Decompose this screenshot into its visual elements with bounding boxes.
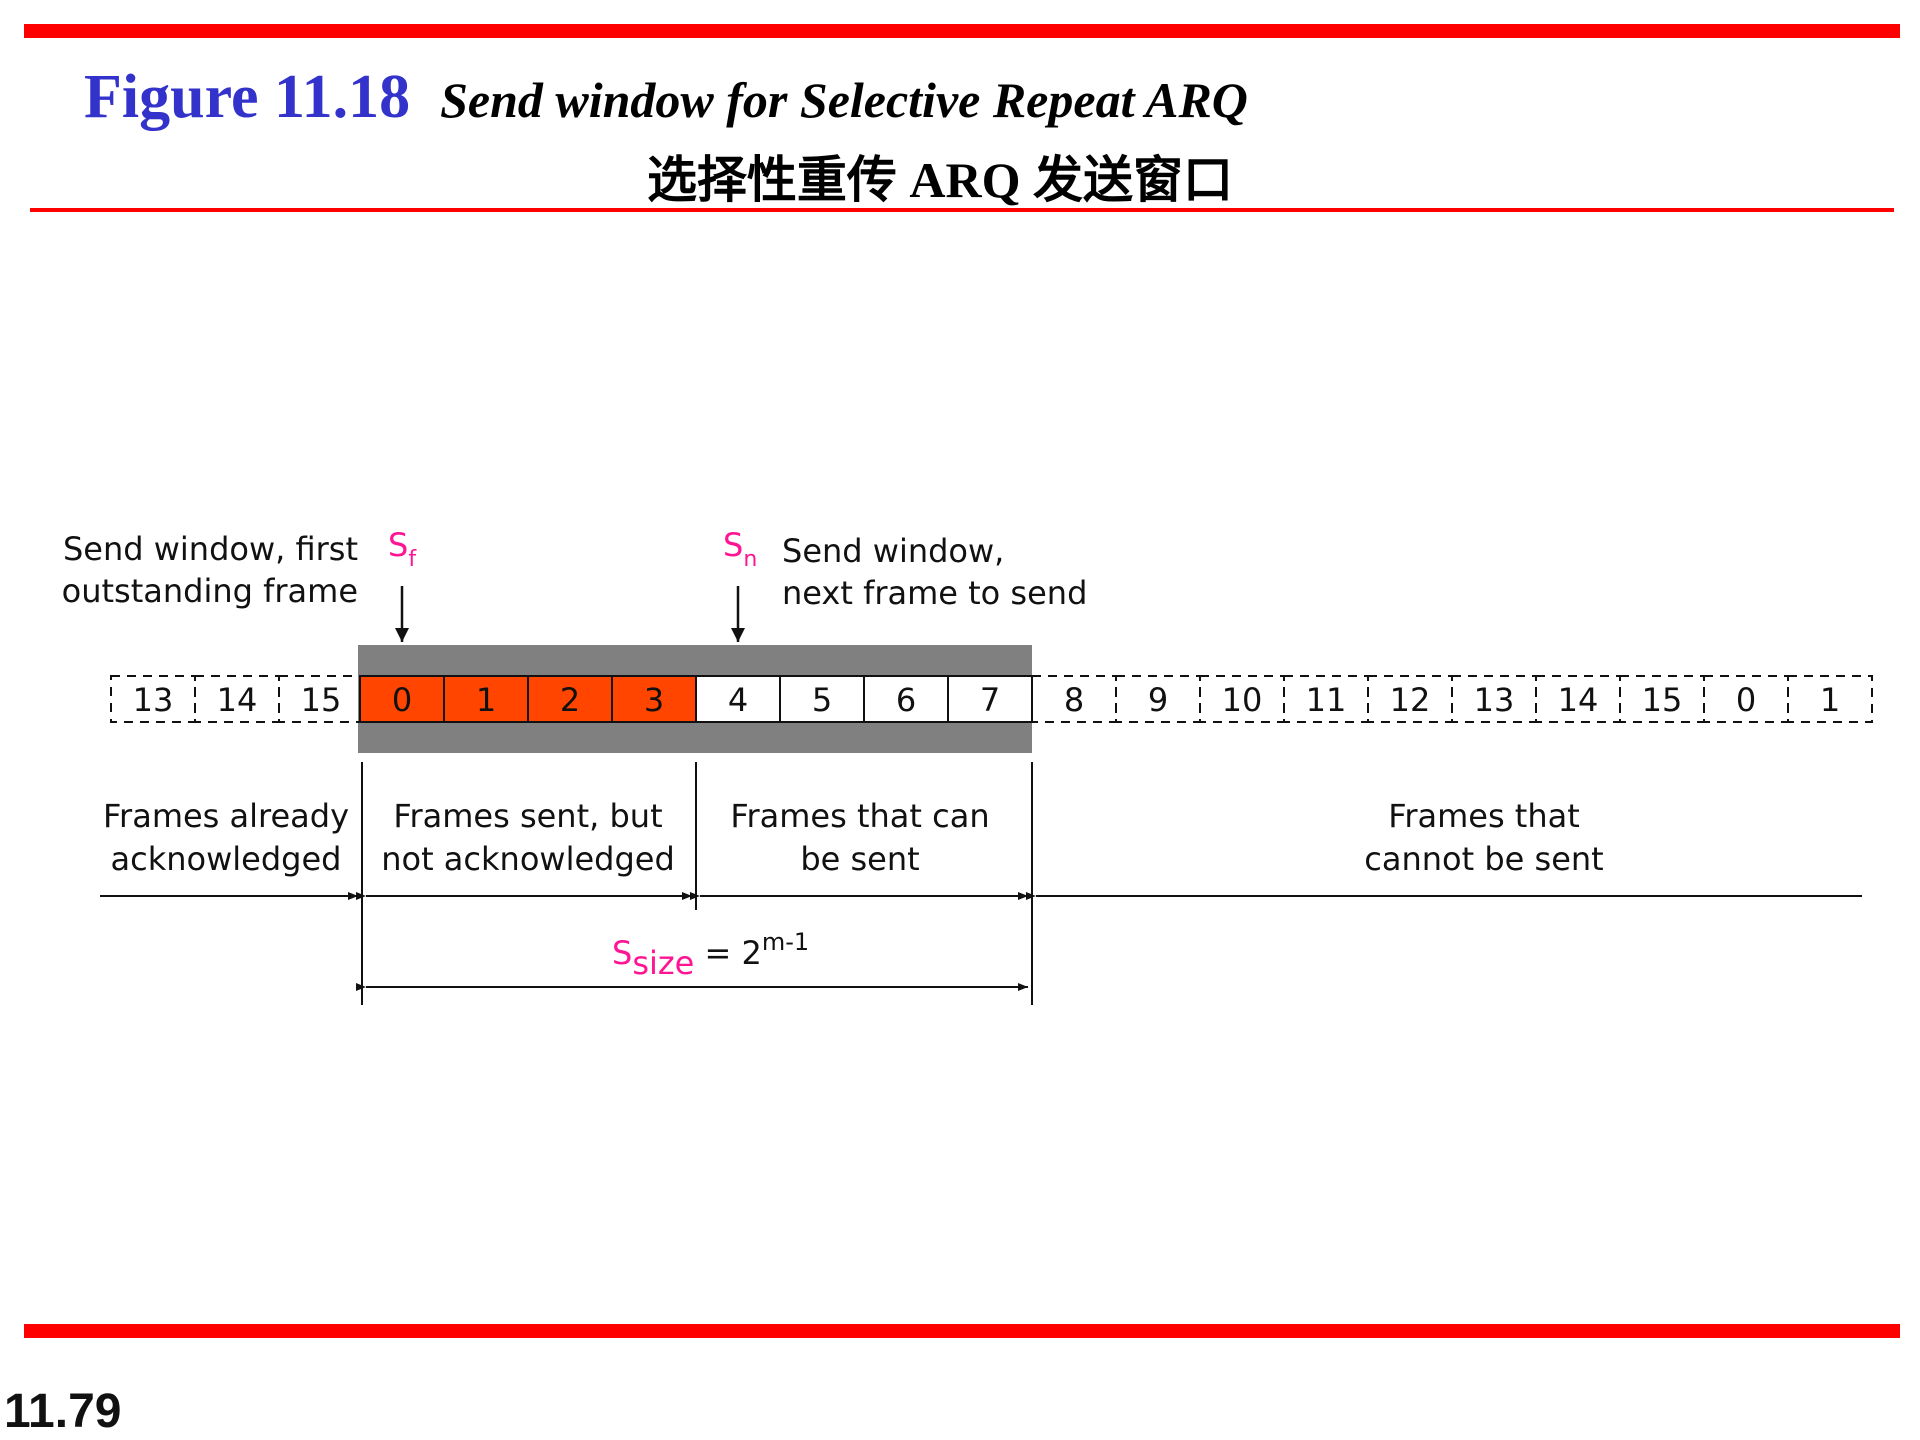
region-acknowledged-line1: Frames already [103, 797, 349, 835]
region-unsendable-line1: Frames that [1388, 797, 1580, 835]
title-underline [30, 208, 1894, 212]
region-sendable-line1: Frames that can [730, 797, 989, 835]
frame-number: 1 [1820, 681, 1840, 719]
frame-cell-sendable [863, 675, 949, 723]
frame-number: 2 [560, 681, 580, 719]
frame-number: 12 [1390, 681, 1431, 719]
page-number: 11.79 [4, 1385, 122, 1438]
sn-symbol: Sn [723, 526, 757, 572]
sf-label-line2: outstanding frame [62, 572, 358, 610]
sn-pointer: Sn Send window, next frame to send [723, 526, 1087, 642]
frame-number: 10 [1222, 681, 1263, 719]
frame-number: 14 [217, 681, 258, 719]
frame-number: 0 [392, 681, 412, 719]
frame-number: 4 [728, 681, 748, 719]
figure-caption-chinese: 选择性重传 ARQ 发送窗口 [646, 152, 1234, 208]
region-labels: Frames already acknowledged Frames sent,… [103, 797, 1604, 878]
bottom-rule [24, 1324, 1900, 1338]
frame-number: 15 [301, 681, 342, 719]
region-unsendable-line2: cannot be sent [1364, 840, 1603, 878]
sf-symbol: Sf [388, 526, 417, 572]
sf-pointer: Send window, first outstanding frame Sf [62, 526, 417, 642]
window-size: Ssize = 2m-1 [356, 928, 1028, 991]
frame-number: 13 [133, 681, 174, 719]
frame-cell-sendable [779, 675, 865, 723]
frame-number: 0 [1736, 681, 1756, 719]
sf-label-line1: Send window, first [63, 530, 358, 568]
frame-number: 11 [1306, 681, 1347, 719]
frame-number: 8 [1064, 681, 1084, 719]
frame-cell-sendable [947, 675, 1033, 723]
frame-number: 3 [644, 681, 664, 719]
region-dividers [361, 762, 1033, 1005]
top-rule [24, 24, 1900, 38]
frame-number: 15 [1642, 681, 1683, 719]
figure-number: Figure 11.18 [84, 63, 411, 131]
frame-cell-outstanding [527, 675, 613, 723]
region-acknowledged-line2: acknowledged [111, 840, 342, 878]
window-size-formula: Ssize = 2m-1 [612, 928, 809, 982]
region-outstanding-line1: Frames sent, but [393, 797, 662, 835]
region-outstanding-line2: not acknowledged [381, 840, 675, 878]
frame-number: 6 [896, 681, 916, 719]
frame-cell-outstanding [443, 675, 529, 723]
send-window-diagram: Send window, first outstanding frame Sf … [62, 526, 1873, 1005]
frame-number: 14 [1558, 681, 1599, 719]
figure-caption: Send window for Selective Repeat ARQ [440, 72, 1248, 128]
figure-title: Figure 11.18 Send window for Selective Re… [84, 62, 1248, 133]
frame-cell-sendable [695, 675, 781, 723]
sn-label-line2: next frame to send [782, 574, 1087, 612]
frame-number: 7 [980, 681, 1000, 719]
sn-label-line1: Send window, [782, 532, 1004, 570]
frame-cell-outstanding [359, 675, 445, 723]
region-sendable-line2: be sent [800, 840, 919, 878]
frame-number: 13 [1474, 681, 1515, 719]
frame-number: 5 [812, 681, 832, 719]
frame-number: 9 [1148, 681, 1168, 719]
frame-number: 1 [476, 681, 496, 719]
